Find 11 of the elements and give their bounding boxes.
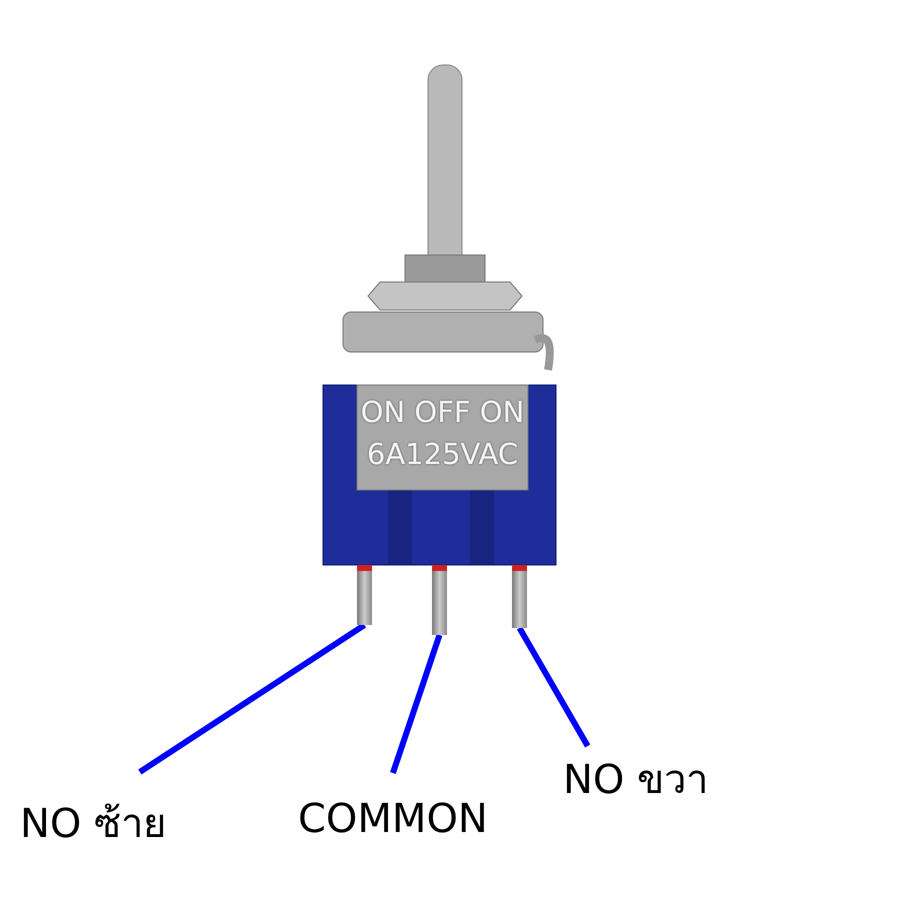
terminal-pin [357, 565, 372, 625]
rating-text: 6A125VAC [366, 437, 520, 471]
leader-line [516, 626, 590, 748]
rating-text: ON OFF ON [360, 395, 526, 429]
leader-line [138, 622, 366, 775]
terminal-pin [432, 565, 447, 635]
leader-line [390, 634, 442, 774]
terminal-pin [512, 565, 527, 628]
pin-label: NO ขวา [563, 746, 708, 804]
pin-label: COMMON [298, 773, 488, 843]
pin-label: NO ซ้าย [20, 772, 166, 848]
